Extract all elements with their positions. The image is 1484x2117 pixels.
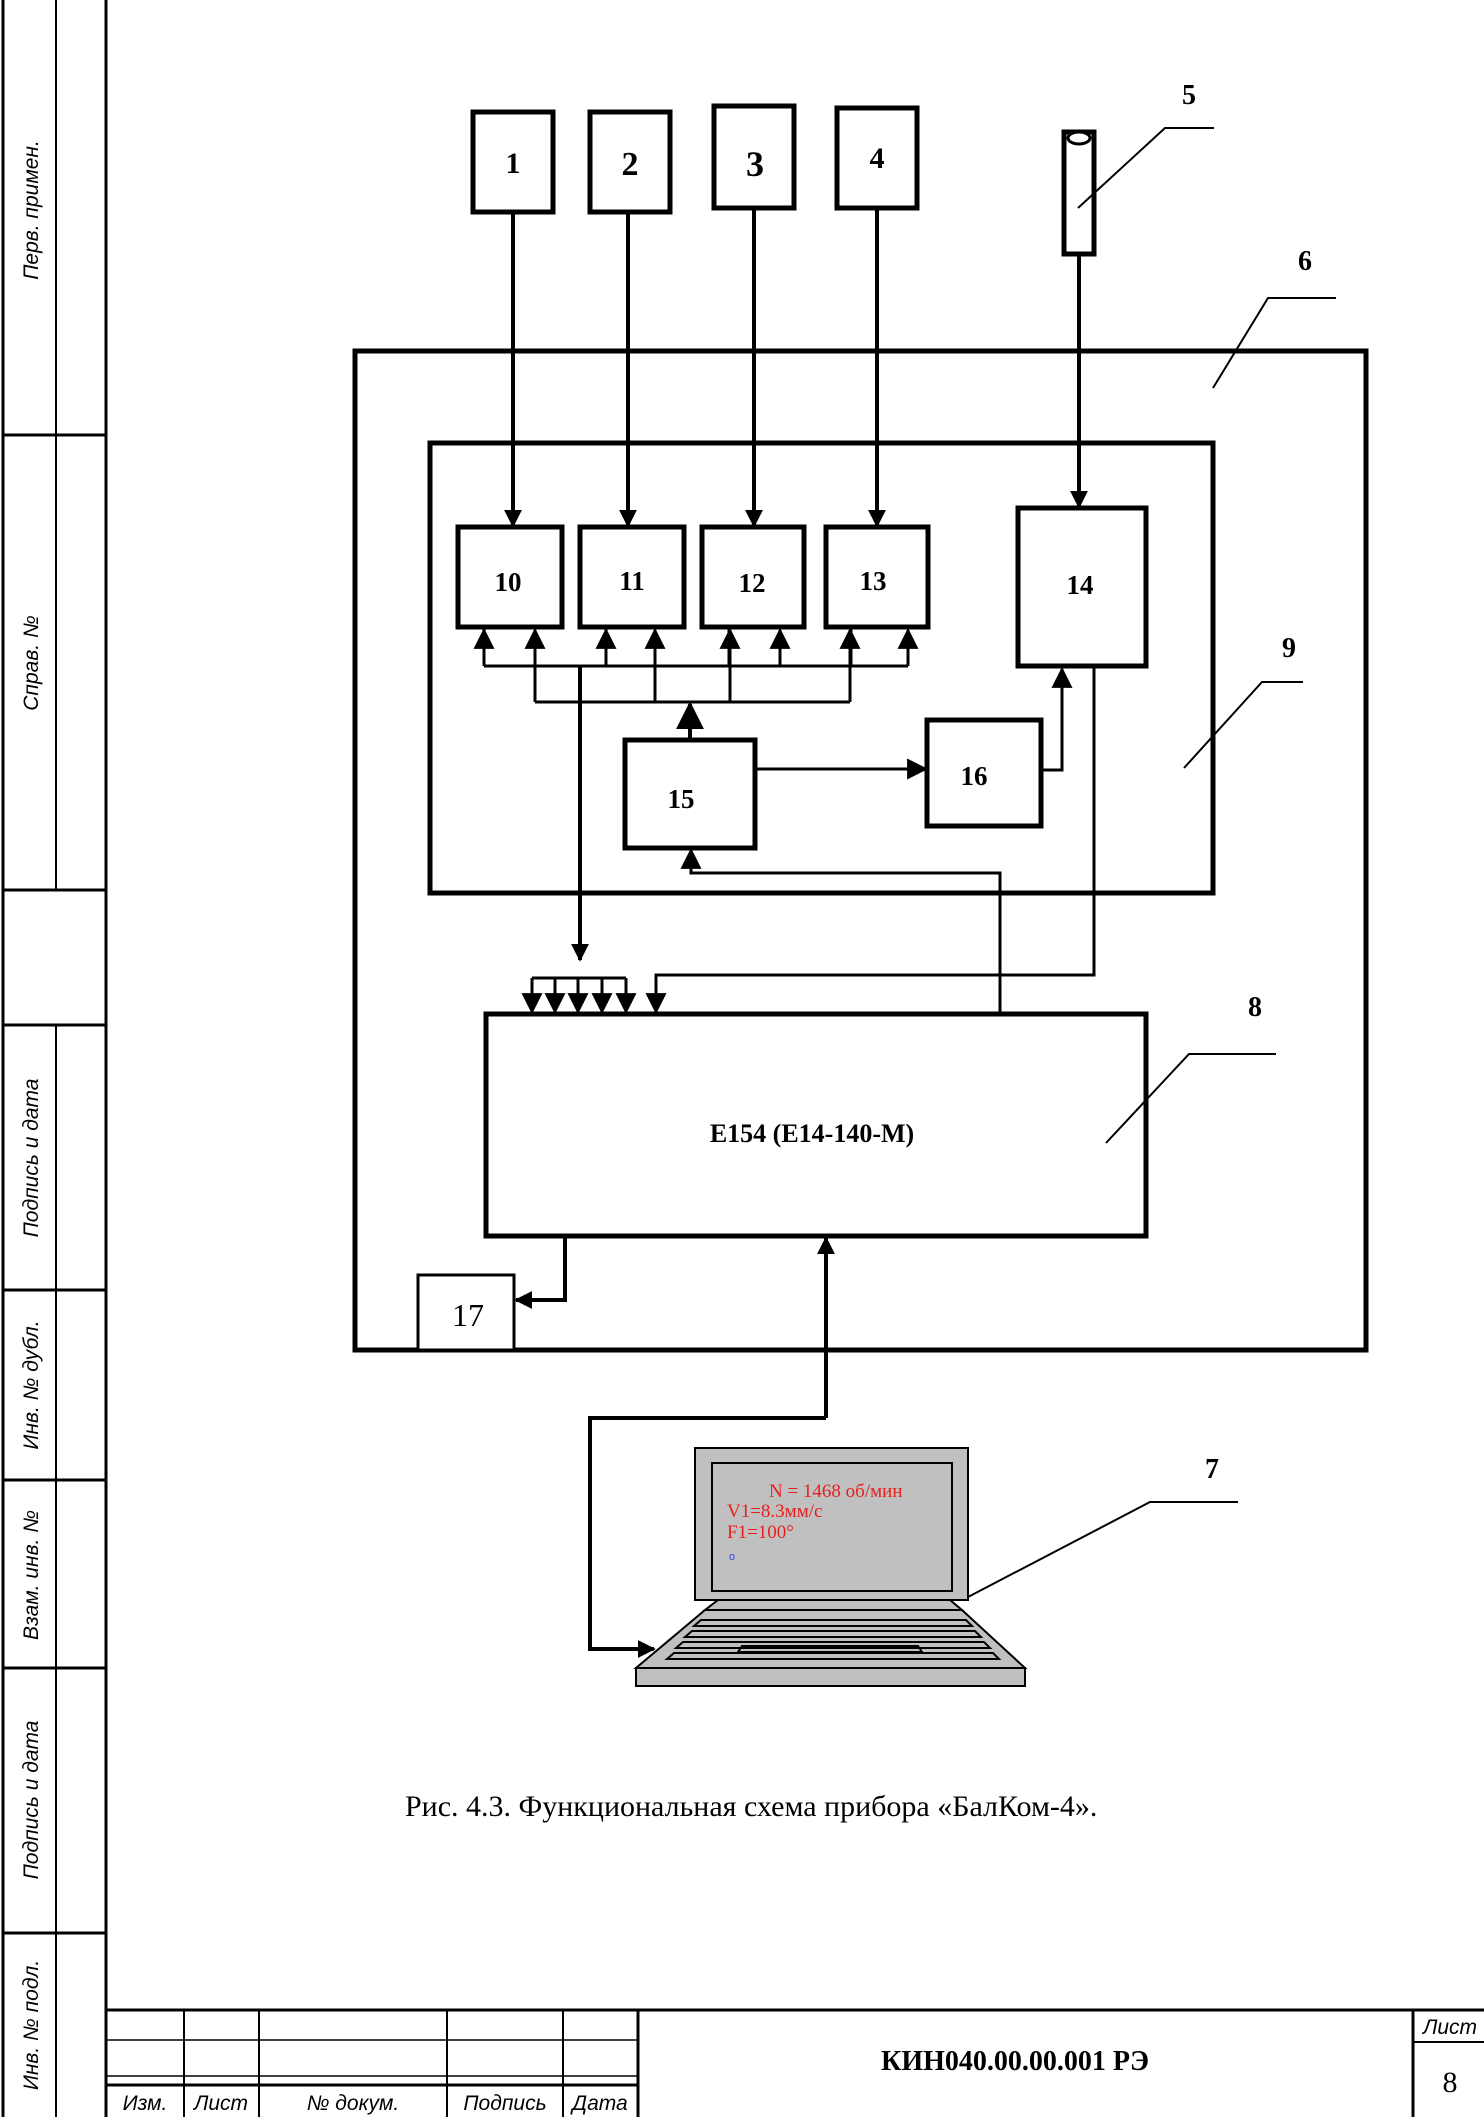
probe-sensor-5 — [1061, 129, 1097, 257]
sensor-block-3 — [711, 103, 797, 211]
block-11 — [577, 524, 687, 630]
block-label-14: 14 — [1067, 570, 1094, 600]
block-label-16: 16 — [961, 761, 988, 791]
sensor-block-4 — [834, 105, 920, 211]
screen-phase-readout: F1=100° — [727, 1522, 794, 1543]
stamp-podpis-data-1: Подпись и дата — [20, 1079, 43, 1238]
block-label-15: 15 — [668, 784, 695, 814]
tb-sheet-label: Лист — [1421, 2016, 1477, 2039]
sensor-label-1: 1 — [506, 147, 521, 180]
laptop-keyboard — [664, 1619, 1002, 1660]
adc-module-label: E154 (E14-140-M) — [710, 1119, 914, 1148]
adc-module-8 — [483, 1011, 1149, 1239]
title-block — [106, 2008, 1484, 2117]
callout-label-8: 8 — [1248, 992, 1262, 1023]
stamp-podpis-data-2: Подпись и дата — [20, 1721, 43, 1880]
sensor-label-3: 3 — [746, 144, 764, 184]
block-label-11: 11 — [619, 566, 645, 596]
block-label-13: 13 — [860, 566, 887, 596]
case-frame-6 — [352, 348, 1369, 1353]
signal-lines — [473, 208, 1096, 1658]
laptop-base-front — [635, 1667, 1026, 1687]
stamp-vzam-inv-no: Взам. инв. № — [20, 1510, 43, 1640]
block-12 — [699, 524, 807, 630]
screen-rpm-readout: N = 1468 об/мин — [769, 1481, 903, 1502]
tb-doc-code: КИН040.00.00.001 РЭ — [881, 2046, 1149, 2077]
callout-label-6: 6 — [1298, 246, 1312, 277]
tb-sheet-number: 8 — [1443, 2066, 1458, 2099]
tb-col-data: Дата — [570, 2092, 627, 2115]
tb-col-dokum: № докум. — [307, 2092, 400, 2115]
block-17 — [416, 1273, 516, 1352]
block-13 — [823, 524, 931, 630]
figure-caption: Рис. 4.3. Функциональная схема прибора «… — [405, 1790, 1097, 1823]
tb-col-podpis: Подпись — [463, 2092, 546, 2115]
callout-label-5: 5 — [1182, 80, 1196, 111]
callout-label-9: 9 — [1282, 633, 1296, 664]
board-frame-9 — [427, 440, 1216, 896]
laptop-7 — [633, 1447, 1028, 1687]
stamp-sprav-no: Справ. № — [20, 615, 43, 710]
sensor-label-2: 2 — [622, 146, 639, 183]
sensor-block-1 — [470, 109, 556, 215]
block-label-10: 10 — [495, 567, 522, 597]
stamp-perv-primen: Перв. примен. — [20, 140, 43, 280]
sensor-block-2 — [587, 109, 673, 215]
sensor-label-4: 4 — [870, 142, 885, 175]
callout-lines — [967, 127, 1336, 1598]
screen-velocity-readout: V1=8.3мм/с — [727, 1501, 822, 1522]
tb-col-list: Лист — [192, 2092, 248, 2115]
stamp-inv-no-podl: Инв. № подл. — [20, 1960, 43, 2090]
laptop-screen — [711, 1462, 953, 1592]
block-label-17: 17 — [452, 1297, 484, 1333]
screen-cursor-marker: o — [729, 1551, 735, 1563]
block-label-12: 12 — [739, 568, 766, 598]
stamp-inv-no-dubl: Инв. № дубл. — [20, 1320, 43, 1449]
side-stamp — [1, 0, 108, 2117]
laptop-hinge — [702, 1599, 965, 1611]
callout-label-7: 7 — [1205, 1454, 1219, 1485]
tb-col-izm: Изм. — [123, 2092, 168, 2115]
